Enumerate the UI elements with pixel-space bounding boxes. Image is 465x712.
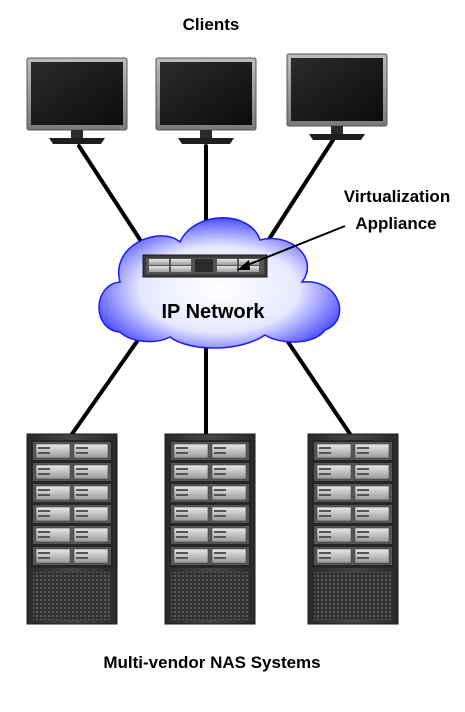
storage-label: Multi-vendor NAS Systems — [103, 653, 320, 672]
callout-arrow — [237, 225, 346, 270]
monitor-icon — [26, 57, 128, 145]
line-client-1 — [77, 144, 152, 257]
appliance-label-line2: Appliance — [355, 214, 436, 233]
cloud-icon — [98, 217, 341, 349]
appliance-label-line1: Virtualization — [344, 187, 450, 206]
monitor-icon — [286, 53, 388, 141]
monitor-icon — [155, 57, 257, 145]
line-storage-1 — [70, 328, 147, 436]
connection-lines — [70, 138, 352, 436]
rack-server-appliance-icon — [142, 254, 268, 278]
line-storage-3 — [278, 328, 352, 436]
nas-server-rack-icon — [27, 434, 117, 624]
nas-server-rack-icon — [308, 434, 398, 624]
line-client-3 — [260, 138, 335, 252]
network-label: IP Network — [162, 301, 266, 323]
nas-server-rack-icon — [165, 434, 255, 624]
clients-label: Clients — [183, 15, 240, 34]
